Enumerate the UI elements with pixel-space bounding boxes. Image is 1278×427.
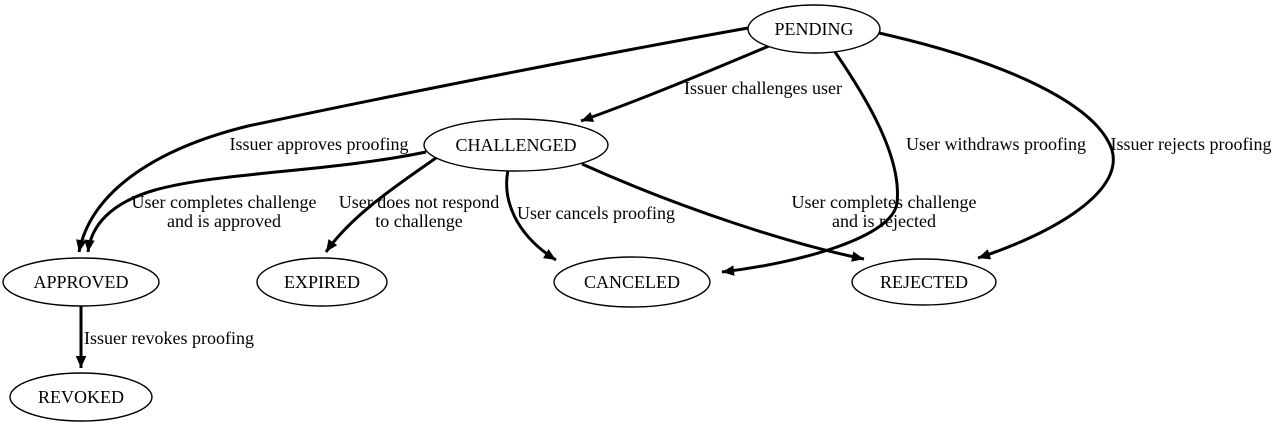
state-node-pending: PENDING: [747, 4, 881, 54]
state-node-canceled-shape: [553, 256, 711, 308]
state-node-approved-label: APPROVED: [33, 272, 128, 292]
edge-layer: [75, 26, 1115, 368]
state-node-canceled: CANCELED: [553, 256, 711, 308]
state-node-revoked-label: REVOKED: [38, 387, 124, 407]
edge-label-issuer-revokes-proofing: Issuer revokes proofing: [84, 328, 254, 348]
edge-label-completes-challenge-approved-line2: and is approved: [167, 211, 281, 231]
edge-challenged-approved: [84, 150, 427, 253]
edge-label-issuer-rejects-proofing: Issuer rejects proofing: [1111, 134, 1272, 154]
edge-pending-challenged: [580, 44, 770, 123]
edge-label-user-cancels-proofing: User cancels proofing: [517, 203, 675, 223]
edge-pending-canceled: [721, 51, 899, 276]
edge-challenged-expired: [324, 156, 437, 253]
state-node-challenged: CHALLENGED: [423, 118, 609, 172]
node-layer: PENDING CHALLENGED APPROVED EXPIRED CANC…: [2, 4, 997, 422]
state-node-revoked-shape: [9, 372, 153, 422]
edge-label-issuer-challenges-user: Issuer challenges user: [684, 78, 842, 98]
edge-label-user-withdraws-proofing: User withdraws proofing: [906, 134, 1086, 154]
state-node-expired-shape: [256, 257, 388, 307]
edge-pending-rejected: [878, 31, 1115, 260]
edge-challenged-canceled: [505, 169, 557, 262]
state-node-pending-shape: [747, 4, 881, 54]
edge-label-does-not-respond-line1: User does not respond: [339, 192, 499, 212]
edge-label-completes-challenge-rejected-line1: User completes challenge: [792, 192, 977, 212]
edge-label-completes-challenge-rejected-line2: and is rejected: [832, 211, 936, 231]
edge-label-completes-challenge-approved-line1: User completes challenge: [132, 192, 317, 212]
state-node-expired: EXPIRED: [256, 257, 388, 307]
state-node-rejected: REJECTED: [851, 258, 997, 306]
state-node-approved-shape: [2, 257, 160, 307]
edge-challenged-rejected: [581, 162, 865, 262]
state-node-rejected-label: REJECTED: [880, 272, 968, 292]
state-node-rejected-shape: [851, 258, 997, 306]
edge-label-does-not-respond-line2: to challenge: [375, 211, 462, 231]
state-node-challenged-label: CHALLENGED: [456, 135, 577, 155]
state-node-approved: APPROVED: [2, 257, 160, 307]
edge-label-layer: Issuer challenges user Issuer approves p…: [84, 78, 1271, 348]
state-node-revoked: REVOKED: [9, 372, 153, 422]
edge-pending-approved: [76, 26, 749, 253]
state-node-challenged-shape: [423, 118, 609, 172]
edge-label-issuer-approves-proofing: Issuer approves proofing: [230, 134, 409, 154]
state-node-canceled-label: CANCELED: [584, 272, 680, 292]
state-node-expired-label: EXPIRED: [284, 272, 360, 292]
state-node-pending-label: PENDING: [775, 19, 854, 39]
